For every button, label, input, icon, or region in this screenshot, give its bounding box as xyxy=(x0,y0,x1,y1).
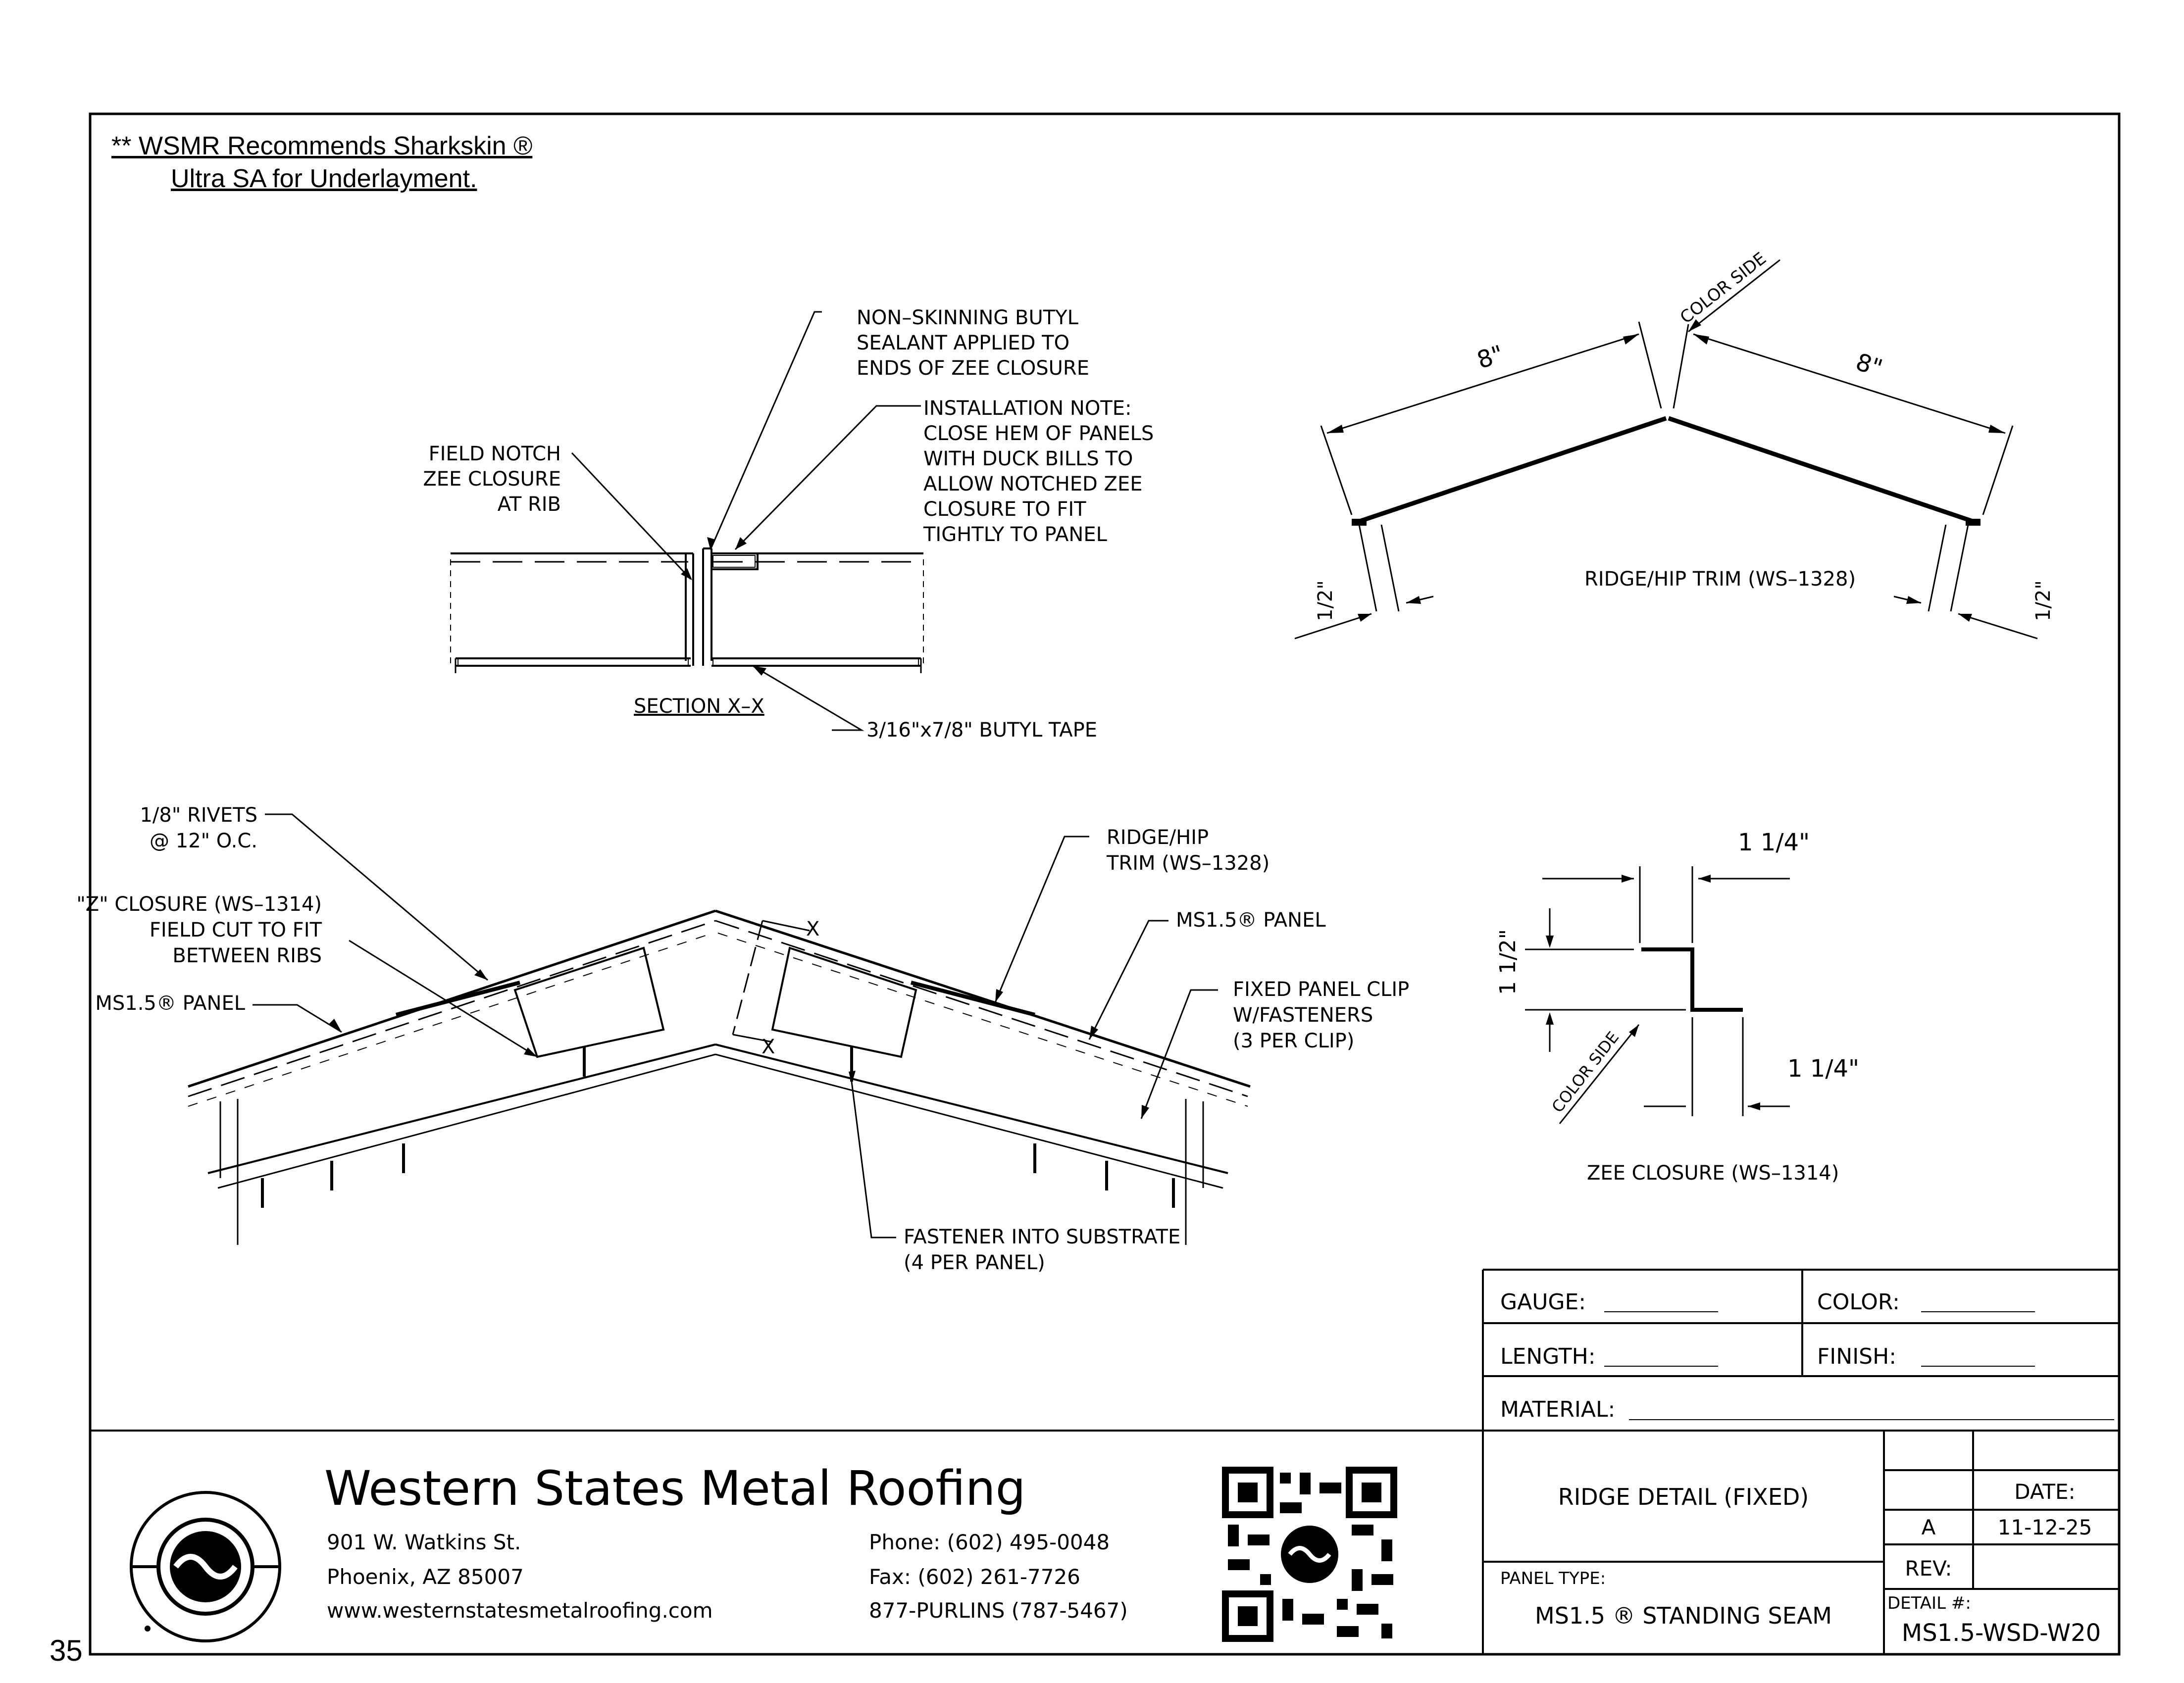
underlayment-note: ** WSMR Recommends Sharkskin ® Ultra SA … xyxy=(111,130,532,195)
qr-code xyxy=(1222,1467,1397,1642)
install-note-line5: CLOSURE TO FIT xyxy=(923,498,1086,521)
rev-letter: A xyxy=(1922,1515,1936,1539)
detail-no-label: DETAIL #: xyxy=(1887,1593,1971,1613)
page-number: 35 xyxy=(50,1634,83,1667)
title-block-frame xyxy=(90,1430,2119,1654)
detail-no-value: MS1.5-WSD-W20 xyxy=(1902,1619,2101,1647)
spec-box xyxy=(1482,1269,2119,1431)
underlayment-note-line2: Ultra SA for Underlayment. xyxy=(171,164,477,193)
spec-gauge-label: GAUGE: xyxy=(1500,1289,1586,1315)
install-note-line2: CLOSE HEM OF PANELS xyxy=(923,422,1154,445)
install-note-line1: INSTALLATION NOTE: xyxy=(923,397,1132,420)
company-website: www.westernstatesmetalroofing.com xyxy=(327,1598,713,1623)
date-value: 11-12-25 xyxy=(1998,1515,2092,1539)
spec-material-label: MATERIAL: xyxy=(1500,1397,1615,1422)
ridge-trim-profile xyxy=(1294,259,2038,640)
zee-closure-arrows xyxy=(1546,875,1760,1110)
ridge-section-detail xyxy=(188,813,1251,1245)
company-address2: Phoenix, AZ 85007 xyxy=(327,1565,524,1589)
butyl-sealant-line1: NON–SKINNING BUTYL xyxy=(857,306,1079,329)
company-name: Western States Metal Roofing xyxy=(324,1461,1026,1516)
section-mark-top: X xyxy=(806,918,819,940)
panel-right-label: MS1.5® PANEL xyxy=(1176,909,1326,932)
ridge-trim-arrows xyxy=(1327,319,2005,622)
z-closure-line3: BETWEEN RIBS xyxy=(172,944,322,967)
fixed-clip-line3: (3 PER CLIP) xyxy=(1233,1030,1354,1052)
company-tollfree: 877-PURLINS (787-5467) xyxy=(869,1598,1128,1623)
fastener-line2: (4 PER PANEL) xyxy=(904,1251,1045,1274)
sheet-border xyxy=(89,112,2121,1656)
spec-color-label: COLOR: xyxy=(1817,1289,1900,1315)
underlayment-note-line1: ** WSMR Recommends Sharkskin ® xyxy=(111,132,533,160)
panel-left-label: MS1.5® PANEL xyxy=(95,992,245,1015)
ridge-dim-left: 8" xyxy=(1473,340,1507,375)
rev-label: REV: xyxy=(1905,1556,1952,1581)
field-notch-line1: FIELD NOTCH xyxy=(429,443,561,465)
company-logo xyxy=(130,1491,281,1642)
fastener-line1: FASTENER INTO SUBSTRATE xyxy=(904,1226,1180,1248)
zee-dim-top: 1 1/4" xyxy=(1738,829,1810,856)
ridge-hem-left: 1/2" xyxy=(1314,580,1337,621)
ridge-dim-right: 8" xyxy=(1852,348,1885,383)
fixed-clip-line2: W/FASTENERS xyxy=(1233,1004,1373,1027)
zee-color-side: COLOR SIDE xyxy=(1548,1028,1623,1116)
rivets-line1: 1/8" RIVETS xyxy=(140,804,257,827)
ridge-color-side: COLOR SIDE xyxy=(1676,248,1770,328)
ridge-hip-line2: TRIM (WS–1328) xyxy=(1106,852,1270,875)
install-note-line6: TIGHTLY TO PANEL xyxy=(923,523,1108,546)
zee-closure-title: ZEE CLOSURE (WS–1314) xyxy=(1587,1162,1839,1185)
ridge-section-arrows xyxy=(329,969,1149,1119)
butyl-tape-label: 3/16"x7/8" BUTYL TAPE xyxy=(866,719,1097,742)
company-phone: Phone: (602) 495-0048 xyxy=(869,1530,1110,1554)
zee-dim-bottom: 1 1/4" xyxy=(1787,1055,1859,1083)
install-note-line3: WITH DUCK BILLS TO xyxy=(923,447,1133,470)
section-xx-detail xyxy=(450,311,924,731)
section-mark-bottom: X xyxy=(762,1036,775,1058)
panel-type-label: PANEL TYPE: xyxy=(1500,1569,1606,1588)
ridge-hip-line1: RIDGE/HIP xyxy=(1107,826,1209,849)
fixed-clip-line1: FIXED PANEL CLIP xyxy=(1233,978,1409,1001)
zee-dim-height: 1 1/2" xyxy=(1495,929,1521,995)
section-xx-title: SECTION X–X xyxy=(634,695,764,718)
ridge-hem-right: 1/2" xyxy=(2032,580,2055,621)
panel-type-value: MS1.5 ® STANDING SEAM xyxy=(1535,1602,1832,1629)
date-label: DATE: xyxy=(2014,1480,2075,1504)
z-closure-line2: FIELD CUT TO FIT xyxy=(150,919,322,941)
field-notch-line3: AT RIB xyxy=(498,493,561,516)
field-notch-line2: ZEE CLOSURE xyxy=(423,468,561,491)
butyl-sealant-line2: SEALANT APPLIED TO xyxy=(857,332,1069,354)
spec-length-label: LENGTH: xyxy=(1500,1344,1596,1369)
detail-title: RIDGE DETAIL (FIXED) xyxy=(1558,1484,1809,1510)
spec-finish-label: FINISH: xyxy=(1817,1344,1896,1369)
install-note-line4: ALLOW NOTCHED ZEE xyxy=(923,473,1143,495)
section-xx-arrows xyxy=(681,537,766,676)
rivets-line2: @ 12" O.C. xyxy=(150,830,257,852)
z-closure-line1: "Z" CLOSURE (WS–1314) xyxy=(76,893,322,916)
butyl-sealant-line3: ENDS OF ZEE CLOSURE xyxy=(857,357,1089,380)
ridge-trim-title: RIDGE/HIP TRIM (WS–1328) xyxy=(1584,568,1856,591)
company-address1: 901 W. Watkins St. xyxy=(327,1530,521,1554)
company-fax: Fax: (602) 261-7726 xyxy=(869,1565,1080,1589)
